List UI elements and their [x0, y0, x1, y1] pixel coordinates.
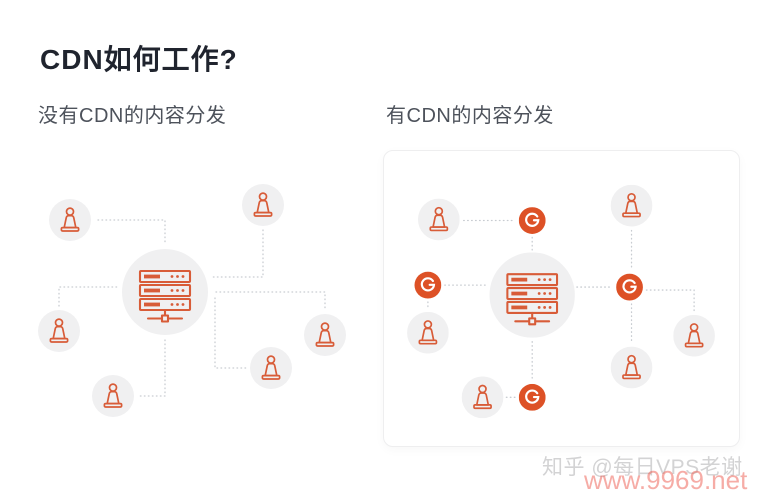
with-cdn-label: 有CDN的内容分发: [386, 105, 554, 127]
connection-line: [137, 339, 166, 397]
connection-line: [645, 289, 695, 312]
origin-server-icon: [489, 252, 575, 338]
user-device-icon: [49, 199, 91, 241]
user-device-icon: [417, 198, 460, 241]
diagram-canvas-with-cdn: [407, 184, 715, 419]
diagram-with-cdn-card: [383, 150, 740, 447]
origin-server-icon: [122, 249, 208, 335]
site-watermark: www.9969.net: [584, 465, 748, 495]
user-device-icon: [610, 346, 653, 389]
cdn-node-icon: [616, 273, 643, 301]
diagram-canvas-without-cdn: [38, 184, 346, 417]
user-device-icon: [304, 314, 346, 356]
user-device-icon: [92, 375, 134, 417]
cdn-node-icon: [518, 207, 546, 234]
user-device-icon: [407, 311, 449, 354]
cdn-node-icon: [414, 271, 442, 299]
connection-line: [215, 291, 326, 311]
user-device-icon: [242, 184, 284, 226]
connection-line: [97, 219, 166, 246]
diagram-without-cdn: [20, 180, 350, 430]
user-device-icon: [461, 376, 504, 419]
user-device-icon: [38, 310, 80, 352]
user-device-icon: [673, 314, 715, 357]
connection-line: [212, 229, 264, 278]
page-title: CDN如何工作?: [40, 44, 238, 75]
cdn-node-icon: [518, 383, 546, 411]
user-device-icon: [610, 184, 653, 227]
connection-line: [58, 286, 121, 307]
without-cdn-label: 没有CDN的内容分发: [38, 105, 227, 127]
user-device-icon: [250, 347, 292, 389]
zhihu-watermark: 知乎 @每日VPS老谢: [542, 456, 743, 479]
connection-line: [214, 297, 247, 369]
